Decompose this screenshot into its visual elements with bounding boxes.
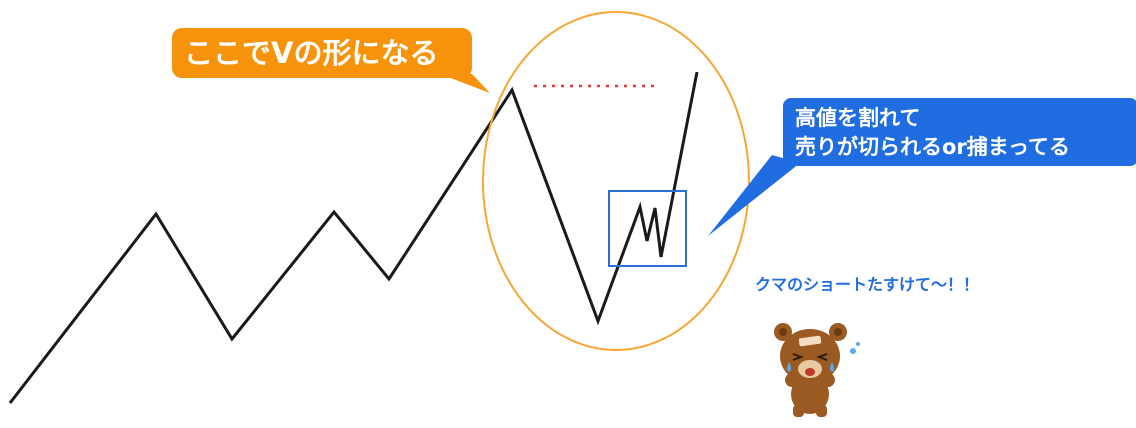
break-callout-line2: 売りが切られるor捕まってる [795, 135, 1070, 159]
v-shape-callout-bubble [172, 28, 472, 78]
break-callout-line1: 高値を割れて [795, 106, 920, 130]
break-callout: 高値を割れて 売りが切られるor捕まってる [708, 98, 1136, 236]
break-callout-bubble [783, 98, 1136, 166]
consolidation-box [608, 190, 687, 267]
price-line [8, 71, 699, 404]
v-shape-callout: ここでVの形になる [172, 28, 490, 93]
v-shape-callout-text: ここでVの形になる [184, 36, 438, 70]
bear-caption: クマのショートたすけて～！！ [755, 275, 979, 294]
break-callout-pointer [708, 155, 800, 236]
v-shape-highlight-ellipse [482, 11, 750, 351]
v-shape-callout-pointer [440, 74, 490, 93]
crying-bear-icon [774, 323, 860, 417]
